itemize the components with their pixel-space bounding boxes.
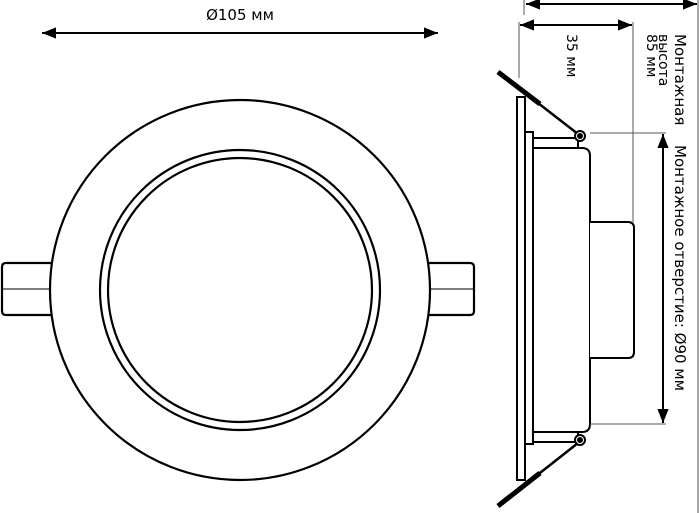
height-label-line2: высота	[655, 34, 671, 86]
diffuser	[106, 156, 374, 424]
height-label-line1: Монтажная	[671, 34, 689, 125]
height-label-line3: 85 мм	[643, 34, 659, 77]
side-view	[496, 70, 635, 508]
diameter-label: Ø105 мм	[206, 6, 274, 24]
housing-body	[532, 147, 591, 433]
outer-bezel	[48, 98, 432, 482]
depth-label: 35 мм	[563, 34, 579, 77]
side-dimensions	[518, 0, 699, 513]
flange	[516, 96, 526, 481]
driver-box	[590, 221, 635, 359]
cutout-label: Монтажное отверстие: Ø90 мм	[671, 145, 689, 391]
diameter-dimension: Ø105 мм	[42, 6, 438, 39]
front-view	[0, 98, 476, 482]
inner-ring	[98, 148, 382, 432]
